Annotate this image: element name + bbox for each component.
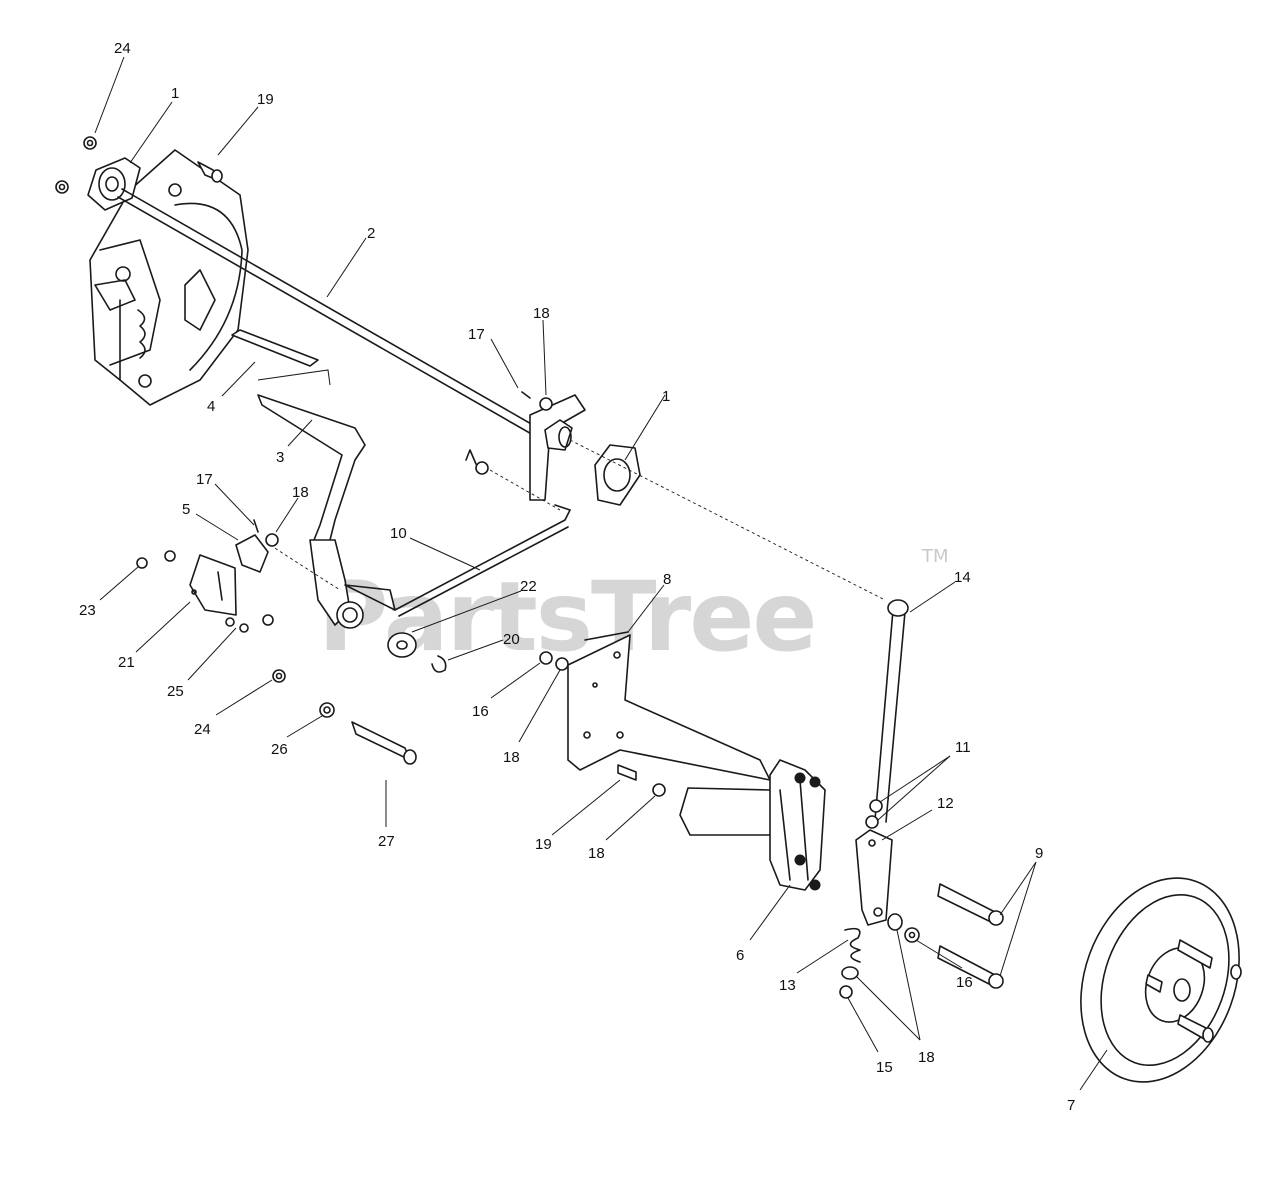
callout-10: 10 xyxy=(390,525,407,542)
cotter-pin-upper xyxy=(521,391,553,411)
flange-bearing-left xyxy=(87,157,141,211)
callout-18-pin: 18 xyxy=(588,845,605,862)
callout-19-lower: 19 xyxy=(535,836,552,853)
callout-18-plate: 18 xyxy=(503,749,520,766)
callout-1-center: 1 xyxy=(662,388,670,405)
pedal-arm xyxy=(257,394,366,629)
washer-26 xyxy=(319,702,335,718)
pin-19-top xyxy=(197,161,223,183)
callout-7: 7 xyxy=(1067,1097,1075,1114)
clevis-5 xyxy=(235,519,279,573)
callout-9: 9 xyxy=(1035,845,1043,862)
clip-20 xyxy=(431,655,447,673)
nut-left xyxy=(55,180,69,194)
brake-lever xyxy=(855,829,893,926)
dash-clevis xyxy=(269,544,341,591)
callout-16-left: 16 xyxy=(472,703,489,720)
bolt-27 xyxy=(351,721,417,765)
callout-16-right: 16 xyxy=(956,974,973,991)
callout-27: 27 xyxy=(378,833,395,850)
nut-16-right xyxy=(904,927,920,943)
washer-18-right xyxy=(887,913,903,931)
callouts: 24 1 19 2 4 3 17 18 1 17 18 5 10 22 20 2… xyxy=(79,40,1075,1114)
callout-4: 4 xyxy=(207,398,215,415)
washer-22 xyxy=(387,632,417,658)
pin-19-lower xyxy=(617,764,666,797)
leader-lines xyxy=(94,56,1108,1091)
nut-24-top xyxy=(83,136,97,150)
callout-8: 8 xyxy=(663,571,671,588)
callout-25: 25 xyxy=(167,683,184,700)
key-zigzag xyxy=(257,369,331,386)
callout-1-left: 1 xyxy=(171,85,179,102)
pivot-bracket xyxy=(529,394,586,501)
callout-3: 3 xyxy=(276,449,284,466)
nuts-11 xyxy=(865,799,883,829)
center-line xyxy=(569,439,886,601)
callout-22: 22 xyxy=(520,578,537,595)
key xyxy=(231,329,319,367)
brake-rod xyxy=(394,504,571,617)
callout-17-upper: 17 xyxy=(468,326,485,343)
pedal-tab xyxy=(344,584,396,611)
spring-13 xyxy=(844,927,861,963)
bolts-25 xyxy=(225,614,274,633)
callout-2: 2 xyxy=(367,225,375,242)
nut-23 xyxy=(136,550,176,569)
washer-18-lower xyxy=(841,966,859,980)
dash-mid xyxy=(489,469,561,511)
watermark-text: PartsTree xyxy=(318,561,815,673)
callout-18-upper: 18 xyxy=(533,305,550,322)
callout-18-bottom: 18 xyxy=(918,1049,935,1066)
callout-26: 26 xyxy=(271,741,288,758)
callout-6: 6 xyxy=(736,947,744,964)
callout-20: 20 xyxy=(503,631,520,648)
callout-21: 21 xyxy=(118,654,135,671)
pin-9-upper xyxy=(937,883,1004,926)
brake-caliper xyxy=(679,759,826,891)
callout-12: 12 xyxy=(937,795,954,812)
brake-housing-assembly xyxy=(89,149,249,406)
nut-15 xyxy=(839,985,853,999)
nut-16-left xyxy=(539,651,569,671)
callout-14: 14 xyxy=(954,569,971,586)
callout-17-left: 17 xyxy=(196,471,213,488)
callout-13: 13 xyxy=(779,977,796,994)
brake-disc xyxy=(1080,877,1242,1083)
watermark-trademark: TM xyxy=(921,546,949,567)
brake-link-rod xyxy=(874,599,909,823)
callout-19-top: 19 xyxy=(257,91,274,108)
callout-5: 5 xyxy=(182,501,190,518)
bracket-21 xyxy=(189,554,237,616)
flange-bearing-center xyxy=(594,444,641,506)
callout-24-top: 24 xyxy=(114,40,131,57)
cotter-pin-mid xyxy=(465,449,489,475)
callout-15: 15 xyxy=(876,1059,893,1076)
callout-23: 23 xyxy=(79,602,96,619)
callout-24-lower: 24 xyxy=(194,721,211,738)
nut-24-lower xyxy=(272,669,286,683)
callout-18-left: 18 xyxy=(292,484,309,501)
callout-11: 11 xyxy=(955,739,971,756)
